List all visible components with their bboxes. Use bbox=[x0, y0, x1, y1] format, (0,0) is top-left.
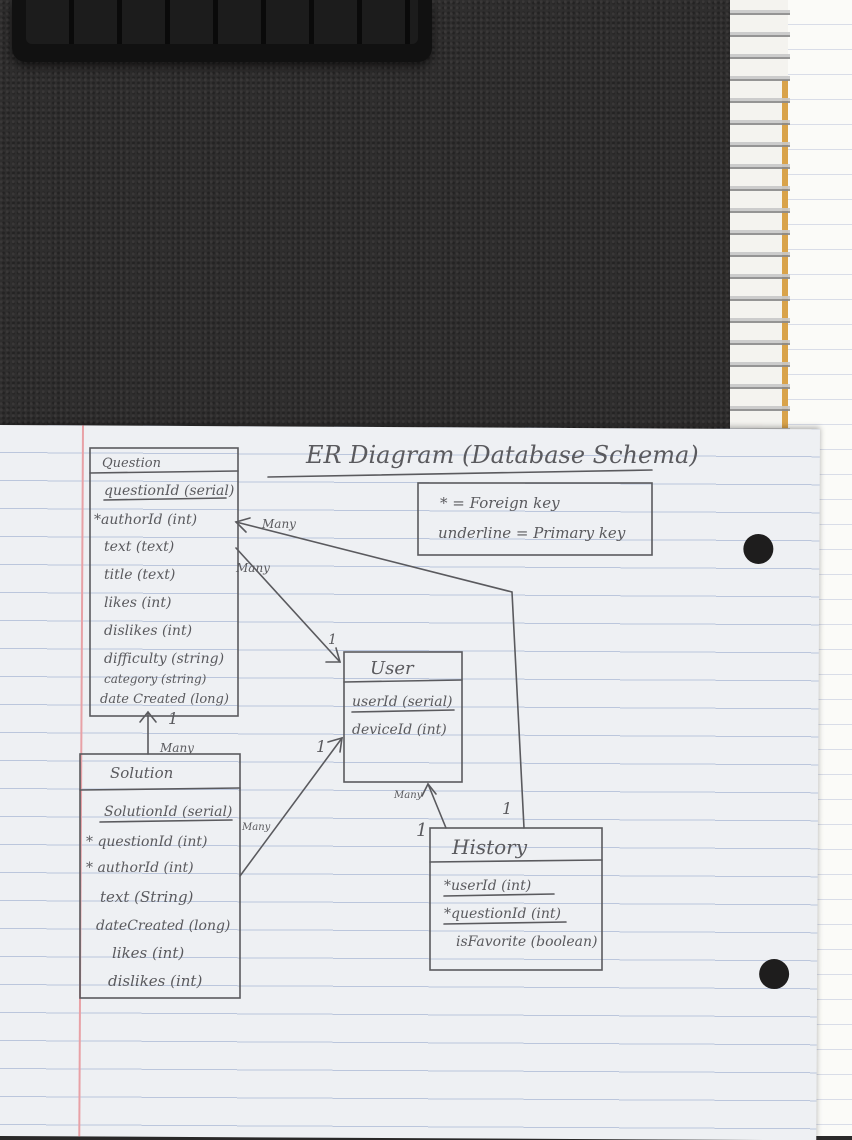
solution-field: SolutionId (serial) bbox=[104, 804, 232, 820]
solution-field: * authorId (int) bbox=[86, 860, 194, 876]
solution-field: dateCreated (long) bbox=[96, 918, 230, 934]
question-field: likes (int) bbox=[104, 595, 171, 611]
relationship-label: Many bbox=[393, 790, 423, 801]
solution-user-line bbox=[239, 737, 343, 877]
diagram-title: ER Diagram (Database Schema) bbox=[305, 441, 699, 469]
question-table-title: Question bbox=[102, 456, 161, 471]
keyboard-keys bbox=[26, 0, 418, 44]
pk-underline bbox=[443, 921, 567, 925]
relationship-label: Many bbox=[235, 561, 270, 575]
relationship-label: Many bbox=[261, 517, 296, 531]
history-field: *questionId (int) bbox=[444, 906, 561, 922]
history-user-arrowhead bbox=[421, 782, 437, 797]
question-user-arrowhead bbox=[325, 647, 342, 663]
solution-field: dislikes (int) bbox=[108, 972, 202, 990]
history-table-title: History bbox=[451, 835, 528, 859]
legend-foreign-key: * = Foreign key bbox=[440, 494, 560, 512]
pk-underline bbox=[99, 819, 233, 823]
solution-header-divider bbox=[79, 787, 241, 791]
question-field: questionId (serial) bbox=[104, 483, 234, 499]
pk-underline bbox=[443, 893, 555, 897]
keyboard bbox=[12, 0, 432, 62]
solution-field: text (String) bbox=[100, 888, 194, 906]
question-user-arrow-line bbox=[235, 547, 341, 663]
pk-underline bbox=[351, 709, 455, 713]
legend-primary-key: underline = Primary key bbox=[438, 524, 626, 542]
relationship-label: 1 bbox=[416, 820, 427, 841]
question-field: text (text) bbox=[104, 539, 174, 555]
user-table-title: User bbox=[370, 658, 415, 679]
title-underline bbox=[267, 469, 653, 478]
history-field: *userId (int) bbox=[444, 878, 531, 894]
question-field: difficulty (string) bbox=[104, 651, 224, 667]
pk-underline bbox=[103, 497, 227, 501]
user-field: userId (serial) bbox=[352, 694, 453, 710]
user-table-box bbox=[343, 651, 463, 783]
relationship-label: 1 bbox=[168, 709, 178, 728]
history-header-divider bbox=[429, 859, 603, 863]
relationship-label: 1 bbox=[316, 737, 326, 756]
relationship-label: 1 bbox=[328, 632, 337, 648]
question-field: title (text) bbox=[104, 567, 175, 583]
history-user-line bbox=[427, 783, 447, 829]
question-field: date Created (long) bbox=[100, 692, 229, 707]
history-field: isFavorite (boolean) bbox=[456, 934, 598, 950]
history-table-box bbox=[429, 827, 603, 971]
legend-box bbox=[417, 482, 653, 556]
solution-field: * questionId (int) bbox=[86, 834, 207, 850]
history-question-arrowhead bbox=[234, 517, 251, 533]
history-question-line bbox=[235, 521, 525, 829]
solution-field: likes (int) bbox=[112, 944, 184, 962]
question-field: category (string) bbox=[104, 672, 207, 686]
solution-user-arrowhead bbox=[327, 736, 343, 753]
solution-table-title: Solution bbox=[110, 764, 173, 782]
question-table-box bbox=[89, 447, 239, 717]
solution-question-arrowhead bbox=[139, 710, 157, 723]
relationship-label: 1 bbox=[502, 799, 512, 818]
question-header-divider bbox=[89, 470, 239, 474]
question-field: *authorId (int) bbox=[94, 512, 197, 528]
user-field: deviceId (int) bbox=[352, 722, 447, 738]
question-field: dislikes (int) bbox=[104, 623, 192, 639]
relationship-label: Many bbox=[159, 741, 194, 755]
user-header-divider bbox=[343, 679, 463, 683]
relationship-label: Many bbox=[241, 822, 271, 833]
carpet-background bbox=[0, 0, 852, 440]
